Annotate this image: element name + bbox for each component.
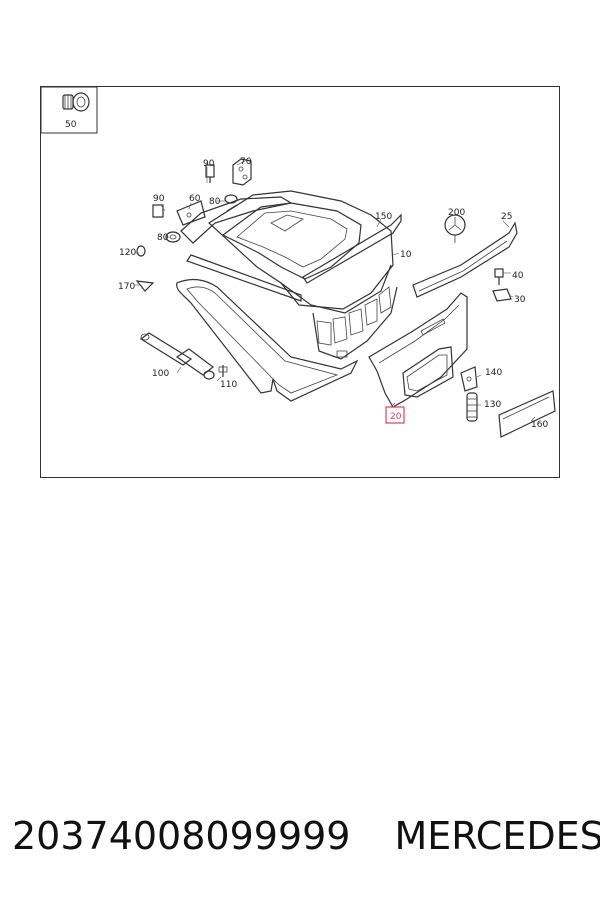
callout-140: 140 [485,368,502,378]
inset-part-50: 50 [41,87,98,134]
trim-strip-25 [412,221,518,298]
callout-100: 100 [152,369,169,379]
license-plate-holder-160 [498,390,556,438]
callout-80-lower: 80 [157,233,169,243]
callout-25: 25 [501,212,512,222]
callout-130: 130 [484,400,501,410]
callout-200: 200 [448,208,465,218]
callout-90-top: 90 [203,159,215,169]
callout-110: 110 [220,380,237,390]
bump-stop-130 [466,392,478,422]
callout-160: 160 [531,420,548,430]
outer-panel-20 [368,292,468,408]
callout-80-upper: 80 [209,197,221,207]
footer-caption: 20374008099999 MERCEDES [12,806,600,866]
brand-name: MERCEDES [394,814,600,858]
callout-50: 50 [65,120,77,130]
exploded-view-drawing: 50 [41,87,556,438]
leader-lines [135,160,536,422]
callout-60: 60 [189,194,201,204]
bolt-drawing-50 [62,92,90,112]
callout-10: 10 [400,250,412,260]
highlighted-callout-20[interactable]: 20 [385,406,405,424]
tailgate-shell [208,190,398,360]
callout-70: 70 [240,157,252,167]
callout-150: 150 [375,212,392,222]
callout-30: 30 [514,295,526,305]
bracket-140 [460,366,478,392]
callout-90-left: 90 [153,194,165,204]
parts-diagram: 50 [40,86,560,478]
gas-strut-100 [139,332,228,380]
callout-20: 20 [390,412,402,422]
screw-40-clip-30 [492,268,512,302]
part-number: 20374008099999 [12,814,351,858]
callout-170: 170 [118,282,135,292]
callout-120: 120 [119,248,136,258]
callout-40: 40 [512,271,524,281]
star-emblem-200 [444,214,466,243]
weatherstrip-seal [176,196,359,402]
roof-spoiler-150 [302,213,402,284]
